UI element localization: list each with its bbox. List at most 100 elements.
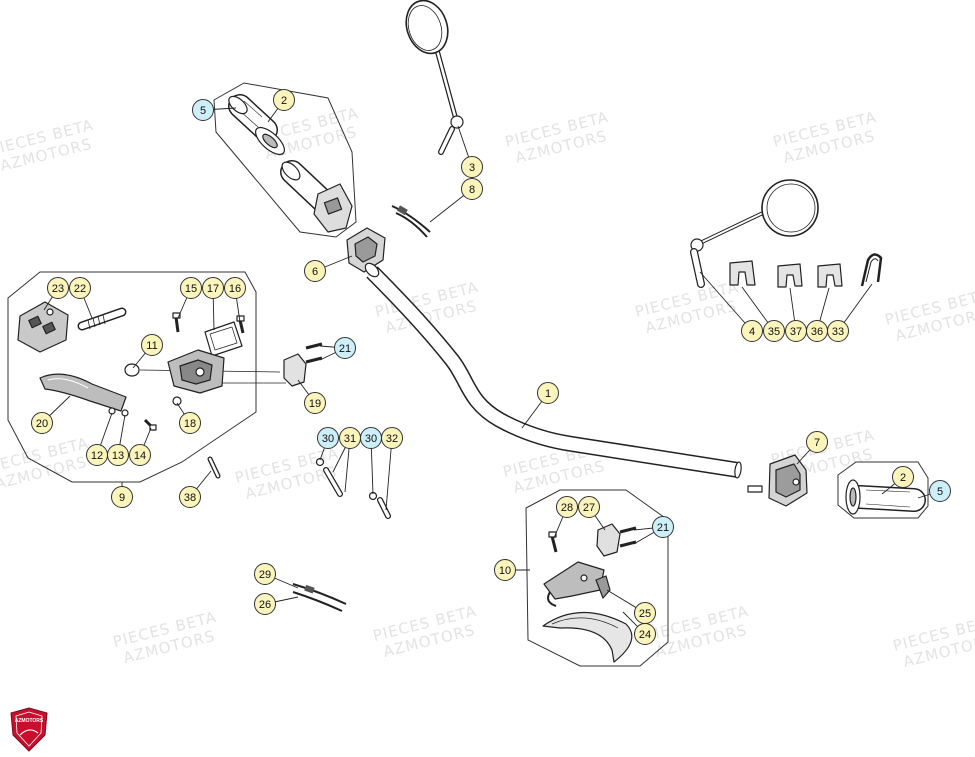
- callout-number: 16: [229, 283, 241, 295]
- left-switch-23: [17, 301, 69, 353]
- callout-number: 33: [832, 326, 844, 338]
- callout-29[interactable]: 29: [254, 563, 276, 585]
- callout-30[interactable]: 30: [360, 427, 382, 449]
- callout-20[interactable]: 20: [31, 412, 53, 434]
- callout-13[interactable]: 13: [107, 444, 129, 466]
- bolts-30-31-32: [315, 457, 391, 519]
- callout-circle[interactable]: [806, 431, 828, 453]
- callout-19[interactable]: 19: [304, 392, 326, 414]
- callout-number: 2: [281, 95, 287, 107]
- ball-11: [124, 363, 140, 377]
- callout-circle[interactable]: [254, 563, 276, 585]
- callout-circle[interactable]: [652, 516, 674, 538]
- callout-circle[interactable]: [317, 427, 339, 449]
- callout-circle[interactable]: [537, 382, 559, 404]
- callout-number: 23: [52, 283, 64, 295]
- callout-circle[interactable]: [192, 99, 214, 121]
- screw-16: [236, 315, 245, 334]
- callout-6[interactable]: 6: [304, 260, 326, 282]
- callout-31[interactable]: 31: [339, 427, 361, 449]
- callout-38[interactable]: 38: [179, 486, 201, 508]
- callout-circle[interactable]: [129, 444, 151, 466]
- callout-37[interactable]: 37: [785, 320, 807, 342]
- callout-circle[interactable]: [741, 320, 763, 342]
- callout-26[interactable]: 26: [254, 593, 276, 615]
- cable-29-26: [292, 583, 347, 612]
- enclosure-right-grip: [837, 461, 929, 519]
- callout-circle[interactable]: [224, 277, 246, 299]
- callout-30[interactable]: 30: [317, 427, 339, 449]
- callout-24[interactable]: 24: [634, 623, 656, 645]
- callout-25[interactable]: 25: [634, 602, 656, 624]
- callout-circle[interactable]: [827, 320, 849, 342]
- callout-16[interactable]: 16: [224, 277, 246, 299]
- callout-18[interactable]: 18: [179, 412, 201, 434]
- callout-2[interactable]: 2: [892, 466, 914, 488]
- callout-17[interactable]: 17: [202, 277, 224, 299]
- callout-circle[interactable]: [31, 412, 53, 434]
- callout-circle[interactable]: [180, 277, 202, 299]
- callout-circle[interactable]: [304, 260, 326, 282]
- callout-circle[interactable]: [494, 559, 516, 581]
- callout-27[interactable]: 27: [578, 496, 600, 518]
- callout-22[interactable]: 22: [69, 277, 91, 299]
- callout-circle[interactable]: [334, 337, 356, 359]
- callout-circle[interactable]: [461, 178, 483, 200]
- clamp-27: [596, 523, 637, 557]
- callout-number: 25: [639, 608, 651, 620]
- callout-circle[interactable]: [111, 486, 133, 508]
- callout-12[interactable]: 12: [86, 444, 108, 466]
- callout-circle[interactable]: [578, 496, 600, 518]
- callout-5[interactable]: 5: [192, 99, 214, 121]
- callout-11[interactable]: 11: [141, 334, 163, 356]
- callout-7[interactable]: 7: [806, 431, 828, 453]
- callout-8[interactable]: 8: [461, 178, 483, 200]
- callout-circle[interactable]: [179, 412, 201, 434]
- callout-number: 24: [639, 629, 651, 641]
- callout-circle[interactable]: [273, 89, 295, 111]
- callout-32[interactable]: 32: [381, 427, 403, 449]
- callout-circle[interactable]: [461, 156, 483, 178]
- callout-circle[interactable]: [141, 334, 163, 356]
- callout-9[interactable]: 9: [111, 486, 133, 508]
- callout-36[interactable]: 36: [806, 320, 828, 342]
- callout-15[interactable]: 15: [180, 277, 202, 299]
- callout-circle[interactable]: [763, 320, 785, 342]
- callout-circle[interactable]: [892, 466, 914, 488]
- callout-circle[interactable]: [202, 277, 224, 299]
- callout-33[interactable]: 33: [827, 320, 849, 342]
- callout-circle[interactable]: [381, 427, 403, 449]
- callout-number: 38: [184, 492, 196, 504]
- callout-circle[interactable]: [107, 444, 129, 466]
- callout-2[interactable]: 2: [273, 89, 295, 111]
- callout-3[interactable]: 3: [461, 156, 483, 178]
- callout-21[interactable]: 21: [334, 337, 356, 359]
- switch-housing: [346, 227, 386, 273]
- leader-line-32: [385, 437, 393, 511]
- callout-21[interactable]: 21: [652, 516, 674, 538]
- callout-10[interactable]: 10: [494, 559, 516, 581]
- callout-28[interactable]: 28: [556, 496, 578, 518]
- callout-circle[interactable]: [254, 593, 276, 615]
- callout-circle[interactable]: [69, 277, 91, 299]
- callout-circle[interactable]: [304, 392, 326, 414]
- lever-body-10: [543, 561, 605, 607]
- callout-circle[interactable]: [179, 486, 201, 508]
- callout-1[interactable]: 1: [537, 382, 559, 404]
- callout-5[interactable]: 5: [929, 480, 951, 502]
- callout-23[interactable]: 23: [47, 277, 69, 299]
- callout-circle[interactable]: [634, 623, 656, 645]
- callout-number: 36: [811, 326, 823, 338]
- callout-circle[interactable]: [556, 496, 578, 518]
- callout-4[interactable]: 4: [741, 320, 763, 342]
- callout-14[interactable]: 14: [129, 444, 151, 466]
- callout-35[interactable]: 35: [763, 320, 785, 342]
- callout-circle[interactable]: [929, 480, 951, 502]
- callout-number: 15: [185, 283, 197, 295]
- callout-circle[interactable]: [47, 277, 69, 299]
- lever-20: [39, 373, 127, 412]
